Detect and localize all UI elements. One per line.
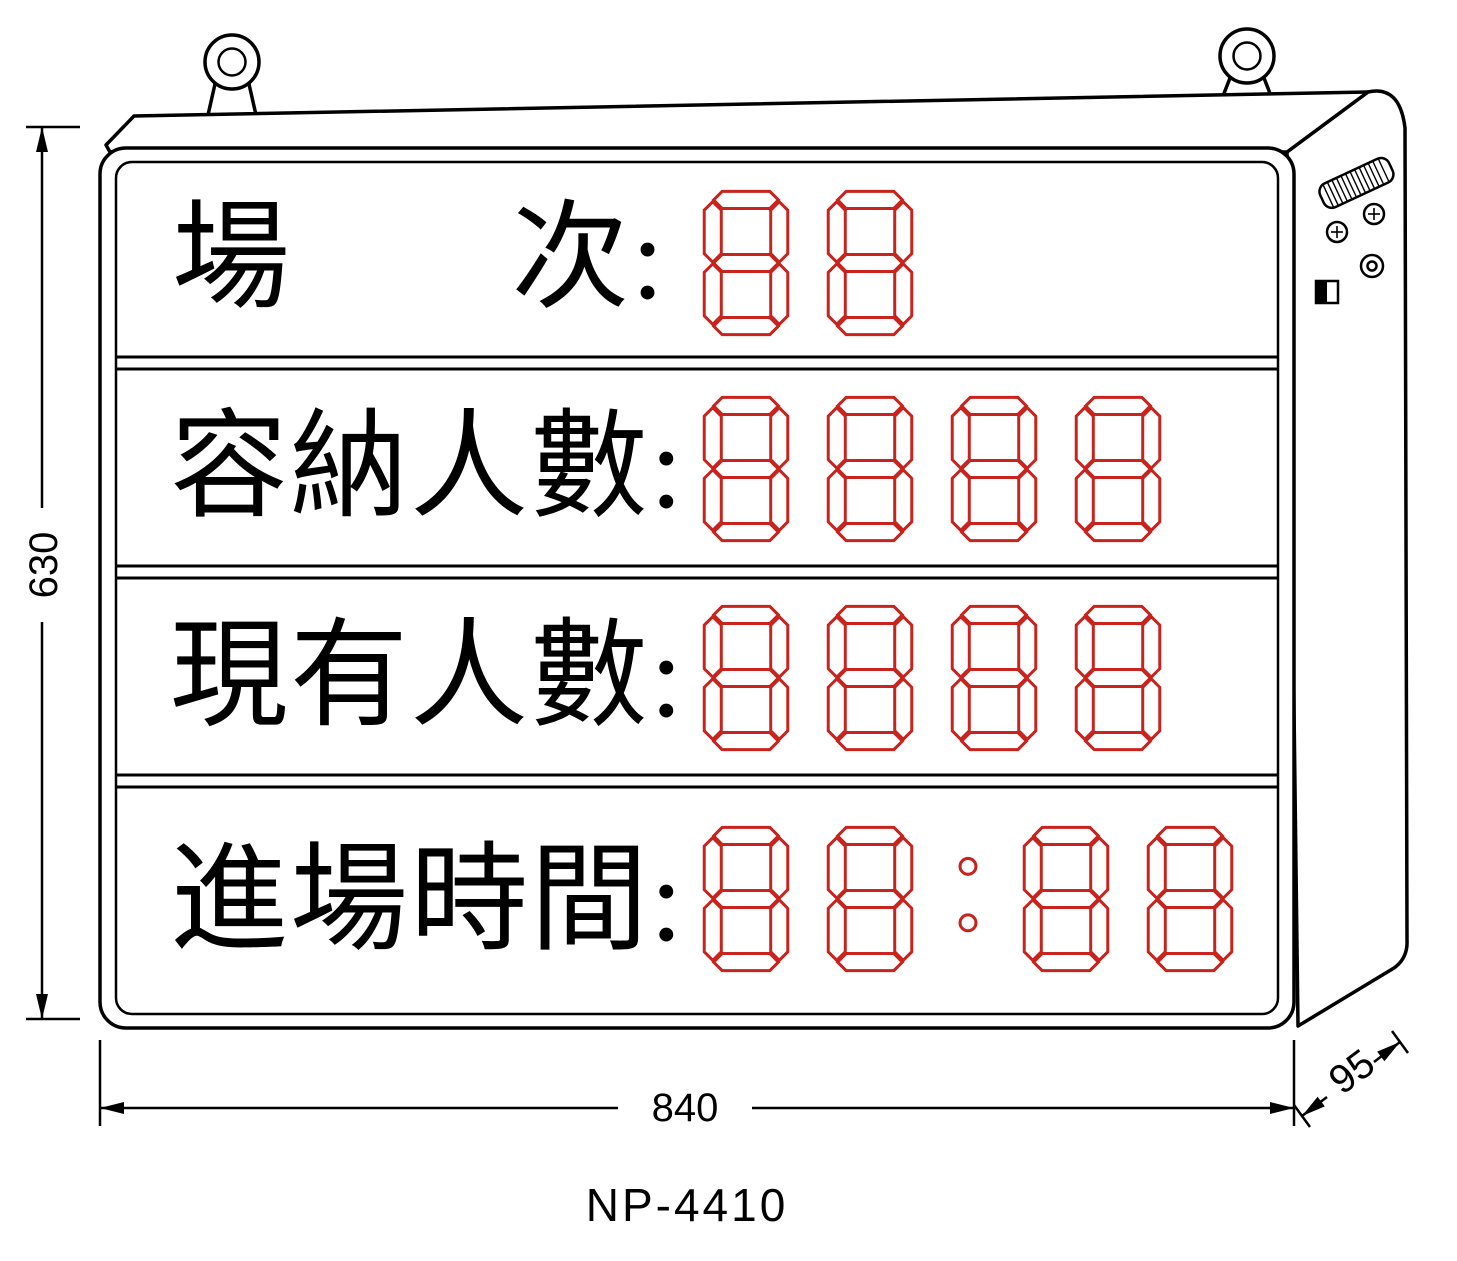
seven-segment-digit [826, 395, 914, 543]
seven-segment-digit [702, 189, 790, 337]
row-separators [116, 355, 1278, 789]
current-count-seven-seg-display [698, 603, 1166, 753]
hanger-ring-left [203, 33, 261, 117]
seven-segment-digit [702, 395, 790, 543]
row-capacity-label: 容納人數: [170, 402, 685, 533]
screw-connector-lower [1325, 220, 1349, 244]
dimension-height-value: 630 [22, 532, 66, 599]
seven-segment-digit [826, 604, 914, 752]
seven-segment-digit [1146, 825, 1234, 973]
seven-segment-digit [1022, 825, 1110, 973]
dimension-width: 840 [98, 1040, 1296, 1130]
seven-segment-digit [950, 604, 1038, 752]
dimension-width-value: 840 [652, 1086, 719, 1130]
seven-segment-digit [1074, 604, 1162, 752]
seven-segment-digit [702, 825, 790, 973]
cabinet-side-face [1285, 89, 1409, 1028]
dsub-connector [1318, 156, 1395, 210]
row-entry-time-label: 進場時間: [170, 835, 685, 966]
entry-time-seven-seg-display [698, 824, 1238, 974]
seven-segment-digit [950, 395, 1038, 543]
dimension-height: 630 [22, 125, 80, 1021]
colon-separator [958, 856, 978, 933]
power-jack [1359, 253, 1385, 279]
cabinet-top-face [104, 90, 1370, 154]
seven-segment-digit [1074, 395, 1162, 543]
power-switch [1314, 279, 1340, 305]
seven-segment-digit [826, 825, 914, 973]
row-current-count-label: 現有人數: [170, 611, 685, 742]
session-seven-seg-display [698, 188, 918, 338]
front-inner-frame [114, 160, 1280, 1016]
row-session-label: 場 次: [172, 200, 666, 318]
hanger-ring-right [1218, 27, 1276, 98]
screw-connector-upper [1362, 202, 1386, 226]
row-session-label-colon: 次: [511, 193, 666, 324]
row-session-label-char: 場 [172, 193, 293, 324]
model-number: NP-4410 [585, 1179, 789, 1231]
capacity-seven-seg-display [698, 394, 1166, 544]
seven-segment-digit [826, 189, 914, 337]
seven-segment-digit [702, 604, 790, 752]
